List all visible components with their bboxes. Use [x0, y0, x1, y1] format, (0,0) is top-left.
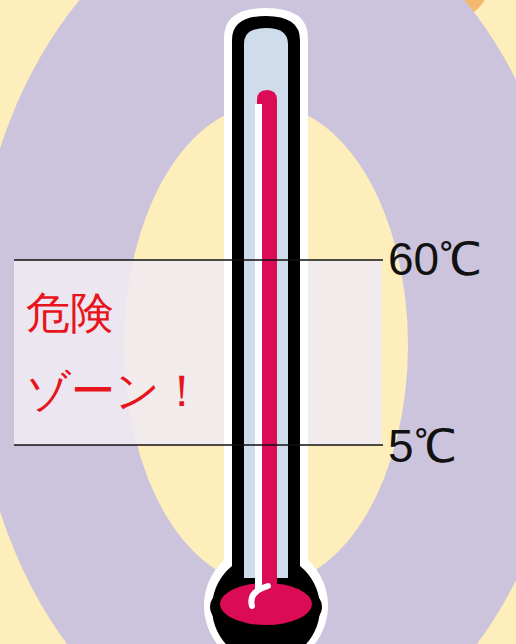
temperature-label: 5℃ — [388, 423, 456, 469]
bulb-outline — [210, 579, 322, 635]
bulb-highlight — [251, 586, 268, 606]
temperature-label: 60℃ — [388, 236, 481, 282]
tube-highlight — [255, 104, 262, 589]
thermometer-halo — [204, 8, 328, 644]
scale-line — [14, 444, 383, 446]
warning-text: 危険 ゾーン！ — [26, 274, 248, 430]
danger-band: 危険 ゾーン！ — [14, 260, 382, 445]
bulb — [220, 583, 312, 625]
scale-line — [14, 259, 383, 261]
thermometer-outline — [212, 16, 320, 644]
danger-band-fill — [14, 260, 382, 445]
